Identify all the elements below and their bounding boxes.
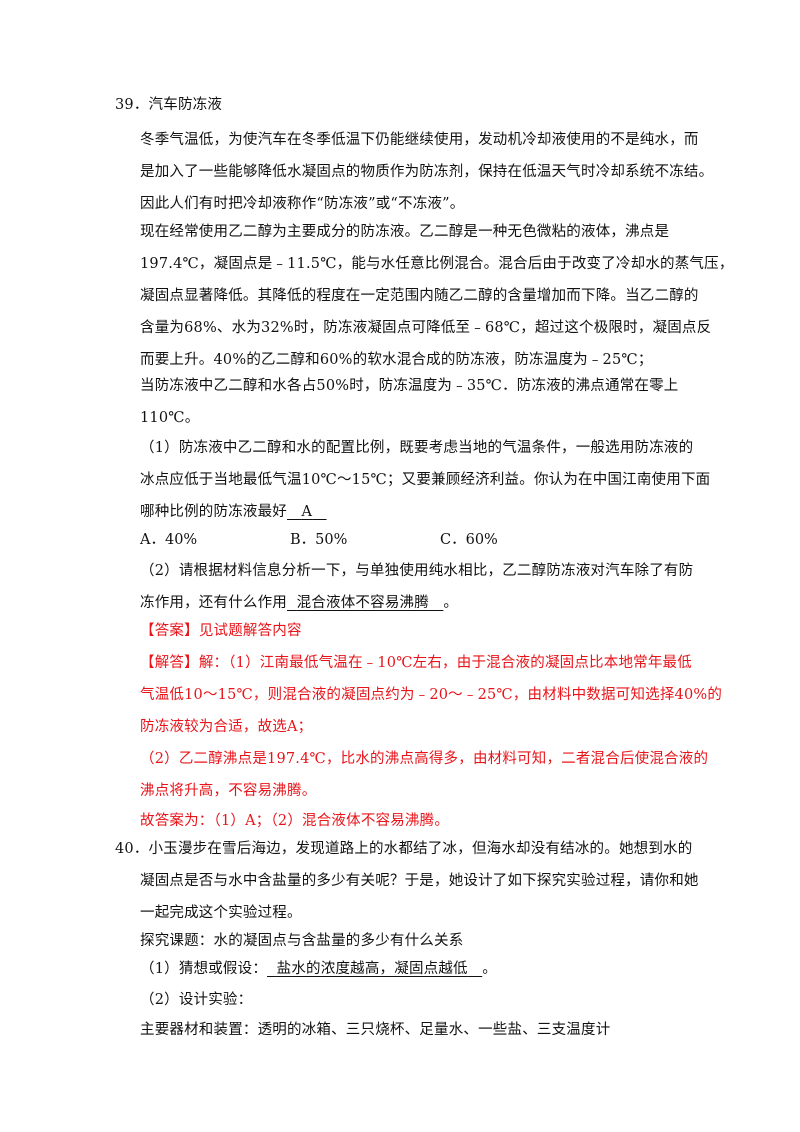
q40-design: （2）设计实验： bbox=[140, 992, 253, 1008]
q40-equipment: 主要器材和装置：透明的冰箱、三只烧杯、足量水、一些盐、三支温度计 bbox=[140, 1022, 611, 1038]
solution-tag: 【解答】 bbox=[140, 655, 199, 671]
solution-line1: 【解答】解：（1）江南最低气温在﹣10℃左右，由于混合液的凝固点比本地常年最低 bbox=[140, 653, 770, 673]
q39-para1-line1: 冬季气温低，为使汽车在冬季低温下仍能继续使用，发动机冷却液使用的不是纯水，而 bbox=[140, 132, 699, 148]
solution-line3: 防冻液较为合适，故选A； bbox=[140, 719, 313, 735]
q39-para1-line2: 是加入了一些能够降低水凝固点的物质作为防冻剂，保持在低温天气时冷却系统不冻结。 bbox=[140, 164, 714, 180]
solution-line5: 沸点将升高，不容易沸腾。 bbox=[140, 783, 317, 799]
q39-option-c: C．60% bbox=[440, 532, 498, 548]
q39-sub2-answer-blank: 混合液体不容易沸腾 bbox=[287, 595, 443, 611]
answer-line: 【答案】见试题解答内容 bbox=[140, 621, 770, 641]
q39-sub2-end: 。 bbox=[443, 595, 459, 611]
q39-para2-line5: 而要上升。40%的乙二醇和60%的软水混合成的防冻液，防冻温度为﹣25℃； bbox=[140, 352, 653, 368]
answer-tag: 【答案】 bbox=[140, 623, 199, 639]
q40-topic: 探究课题：水的凝固点与含盐量的多少有什么关系 bbox=[140, 933, 464, 949]
q39-para2-line3: 凝固点显著降低。其降低的程度在一定范围内随乙二醇的含量增加而下降。当乙二醇的 bbox=[140, 288, 699, 304]
q40-hypothesis-answer: 盐水的浓度越高，凝固点越低 bbox=[276, 961, 468, 977]
q40-hypothesis-line: （1）猜想或假设： 盐水的浓度越高，凝固点越低 。 bbox=[140, 959, 770, 979]
q40-intro-line1: 40．小玉漫步在雪后海边，发现道路上的水都结了冰，但海水却没有结冰的。她想到水的 bbox=[115, 841, 693, 857]
solution-line4: （2）乙二醇沸点是197.4℃，比水的沸点高得多，由材料可知，二者混合后使混合液… bbox=[140, 751, 709, 767]
q39-option-a: A．40% bbox=[140, 532, 198, 548]
q39-para1-line3: 因此人们有时把冷却液称作“防冻液”或“不冻液”。 bbox=[140, 196, 465, 212]
q40-intro-line3: 一起完成这个实验过程。 bbox=[140, 905, 302, 921]
q40-hypothesis-end: 。 bbox=[482, 961, 497, 977]
answer-text: 见试题解答内容 bbox=[198, 623, 302, 639]
q39-sub1-answer: A bbox=[301, 504, 313, 520]
q39-sub2-line2: 冻作用，还有什么作用 混合液体不容易沸腾 。 bbox=[140, 593, 770, 613]
q39-option-b: B．50% bbox=[290, 532, 348, 548]
q39-sub1-answer-blank: A bbox=[287, 504, 327, 520]
q39-sub2-line1: （2）请根据材料信息分析一下，与单独使用纯水相比，乙二醇防冻液对汽车除了有防 bbox=[140, 563, 694, 579]
q39-para2-line2: 197.4℃，凝固点是﹣11.5℃，能与水任意比例混合。混合后由于改变了冷却水的… bbox=[140, 256, 734, 272]
q39-para3-line1: 当防冻液中乙二醇和水各占50%时，防冻温度为﹣35℃．防冻液的沸点通常在零上 bbox=[140, 378, 679, 394]
q39-sub2-question: 冻作用，还有什么作用 bbox=[140, 595, 287, 611]
q39-para2-line4: 含量为68%、水为32%时，防冻液凝固点可降低至﹣68℃，超过这个极限时，凝固点… bbox=[140, 320, 712, 336]
q39-sub2-answer: 混合液体不容易沸腾 bbox=[296, 595, 429, 611]
q39-para3-line2: 110℃。 bbox=[140, 410, 200, 426]
q39-sub1-line2: 冰点应低于当地最低气温10℃～15℃；又要兼顾经济利益。你认为在中国江南使用下面 bbox=[140, 472, 711, 488]
solution-line2: 气温低10～15℃，则混合液的凝固点约为﹣20～﹣25℃，由材料中数据可知选择4… bbox=[140, 687, 723, 703]
q39-title: 39．汽车防冻液 bbox=[115, 97, 223, 113]
final-answer-line: 故答案为：（1）A；（2）混合液体不容易沸腾。 bbox=[140, 813, 450, 829]
q40-hypothesis-label: （1）猜想或假设： bbox=[140, 961, 268, 977]
q39-sub1-line1: （1）防冻液中乙二醇和水的配置比例，既要考虑当地的气温条件，一般选用防冻液的 bbox=[140, 440, 694, 456]
q39-sub1-line3: 哪种比例的防冻液最好 A bbox=[140, 502, 770, 522]
q39-sub1-question: 哪种比例的防冻液最好 bbox=[140, 504, 287, 520]
solution-text-1: 解：（1）江南最低气温在﹣10℃左右，由于混合液的凝固点比本地常年最低 bbox=[198, 655, 692, 671]
q40-hypothesis-blank: 盐水的浓度越高，凝固点越低 bbox=[267, 961, 482, 977]
q40-intro-line2: 凝固点是否与水中含盐量的多少有关呢？于是，她设计了如下探究实验过程，请你和她 bbox=[140, 873, 699, 889]
q39-para2-line1: 现在经常使用乙二醇为主要成分的防冻液。乙二醇是一种无色微粘的液体，沸点是 bbox=[140, 224, 670, 240]
